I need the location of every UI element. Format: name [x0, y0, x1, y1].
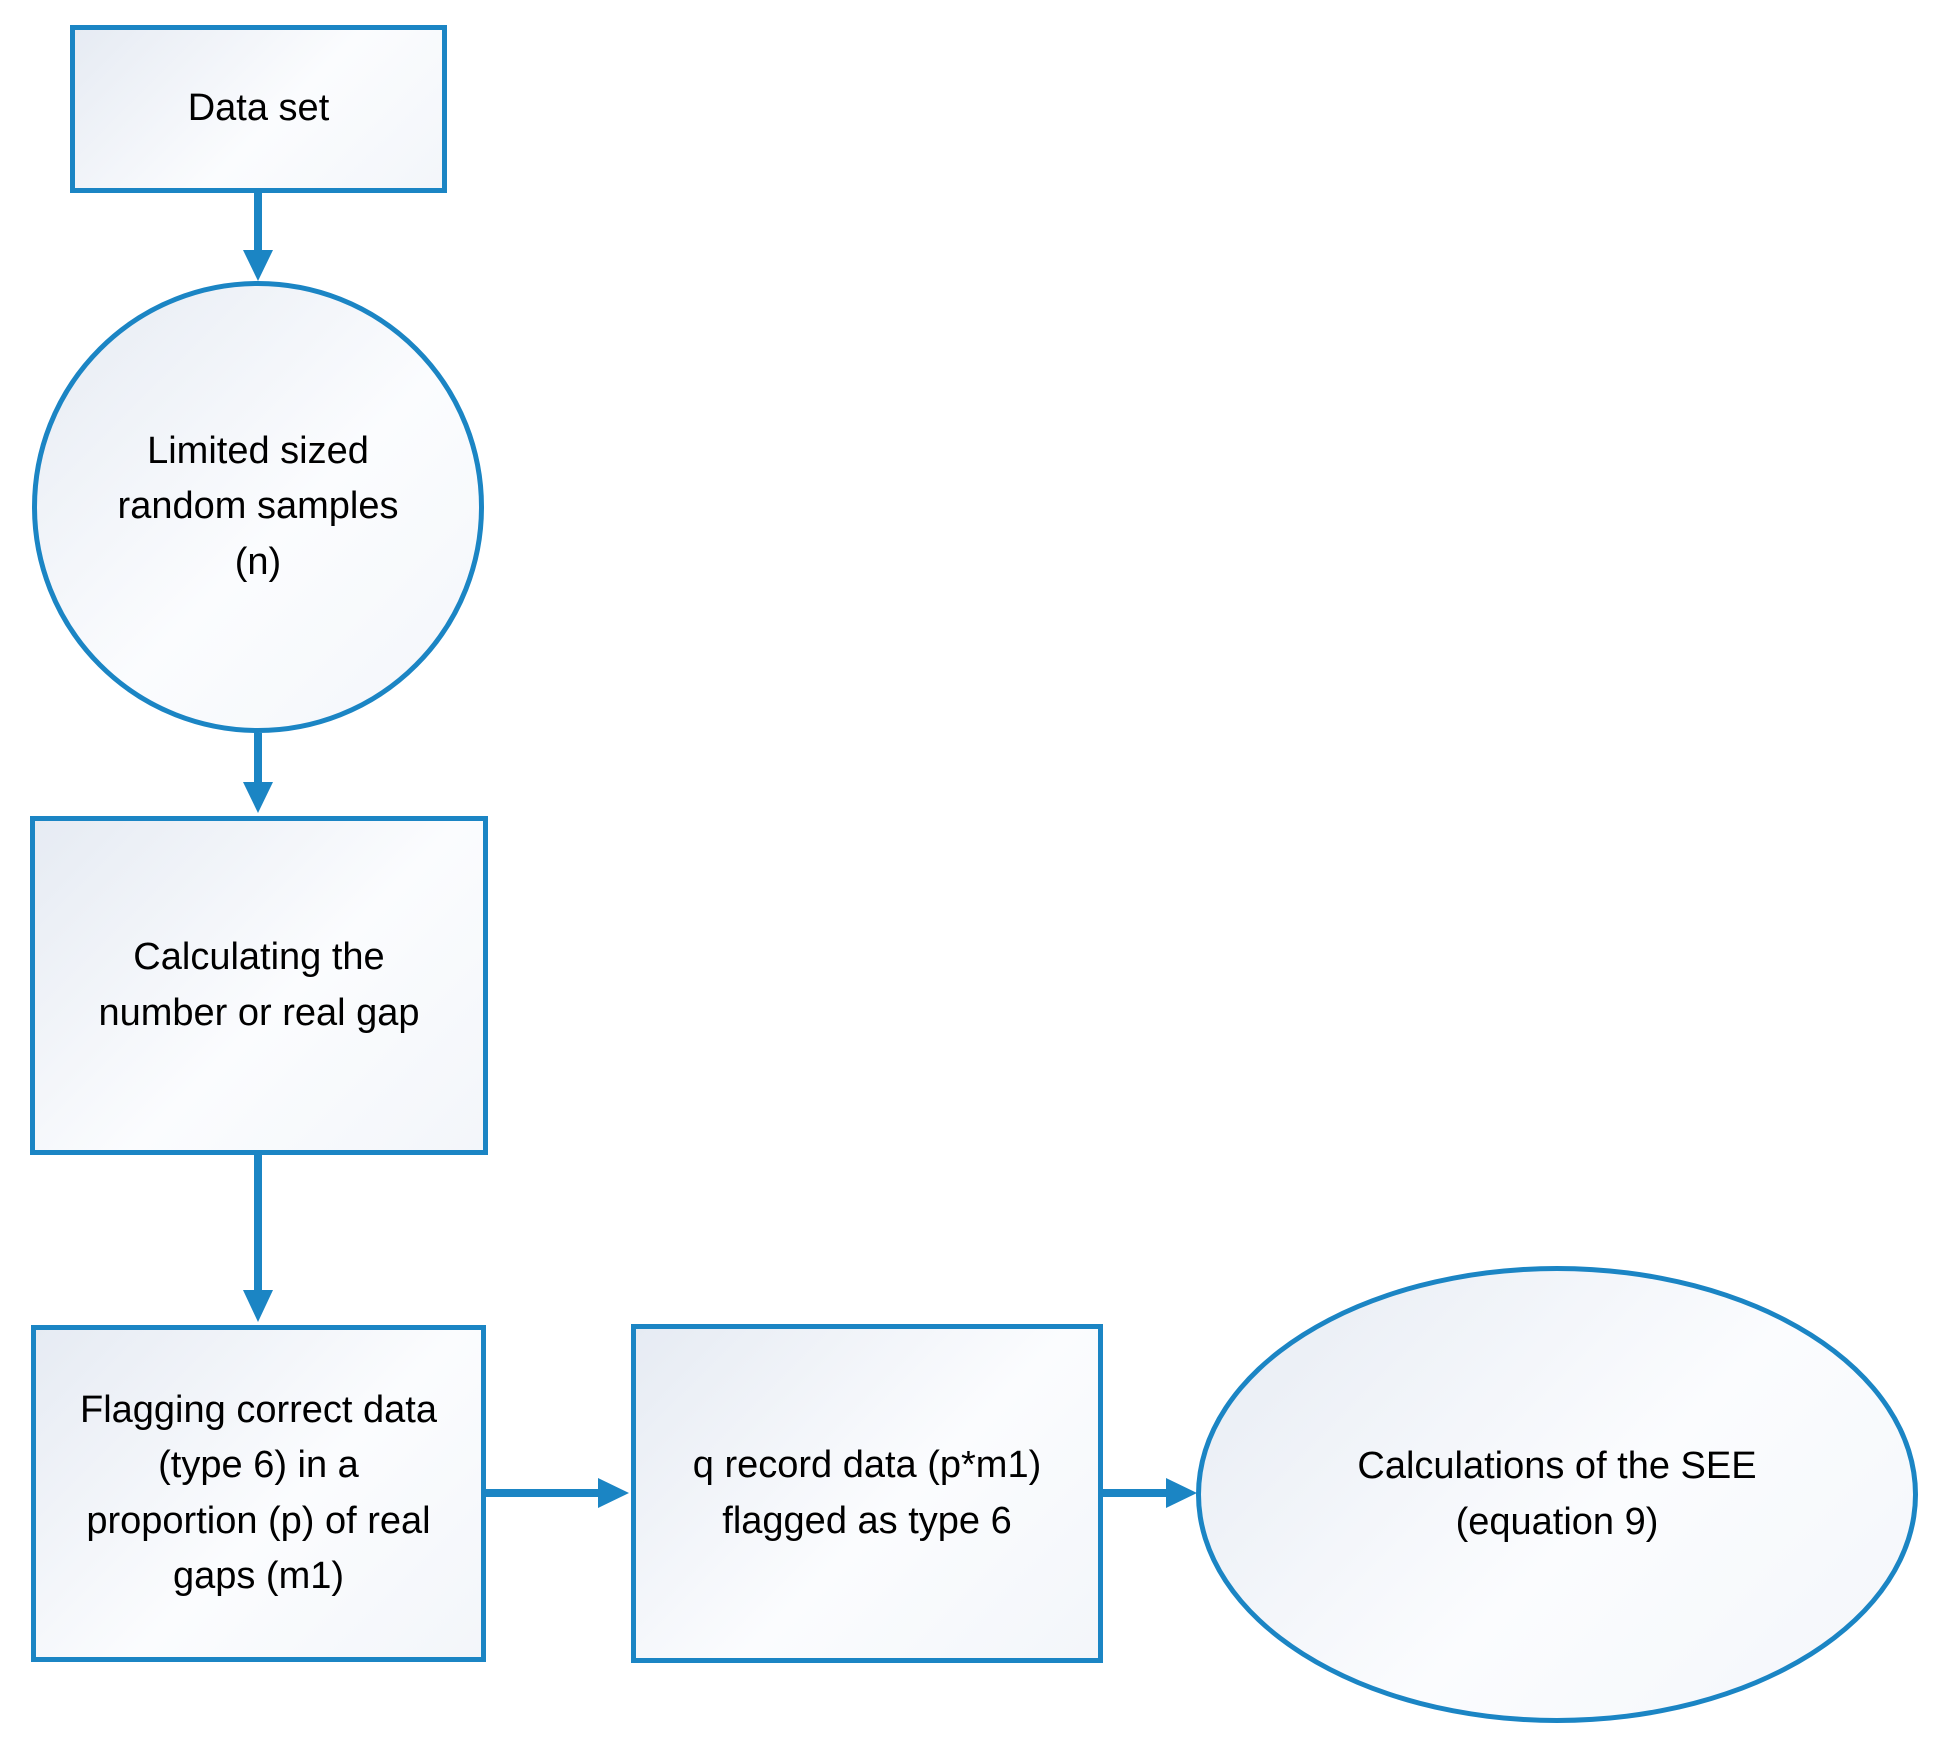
node-data-set-label: Data set — [187, 87, 330, 130]
node-q-record-data: q record data (p*m1) flagged as type 6 — [631, 1324, 1103, 1663]
node-calculations-of-see-label: Calculations of the SEE (equation 9) — [1357, 1445, 1757, 1543]
arrow-calculating-to-flagging — [243, 1155, 273, 1322]
node-flagging-correct-data-label: Flagging correct data (type 6) in a prop… — [80, 1389, 437, 1597]
node-limited-sized-random-samples: Limited sized random samples (n) — [32, 281, 484, 733]
node-flagging-correct-data: Flagging correct data (type 6) in a prop… — [31, 1325, 486, 1662]
arrow-samples-to-calculating — [243, 733, 273, 813]
arrow-flagging-to-q-record — [486, 1478, 629, 1508]
node-data-set: Data set — [70, 25, 447, 193]
node-calculations-of-see: Calculations of the SEE (equation 9) — [1196, 1266, 1918, 1723]
arrow-q-record-to-see — [1103, 1478, 1197, 1508]
arrow-data-set-to-samples — [243, 193, 273, 281]
node-calculating-real-gap: Calculating the number or real gap — [30, 816, 488, 1155]
node-q-record-data-label: q record data (p*m1) flagged as type 6 — [692, 1444, 1042, 1542]
node-limited-sized-random-samples-label: Limited sized random samples (n) — [117, 430, 399, 583]
node-calculating-real-gap-label: Calculating the number or real gap — [98, 936, 420, 1034]
